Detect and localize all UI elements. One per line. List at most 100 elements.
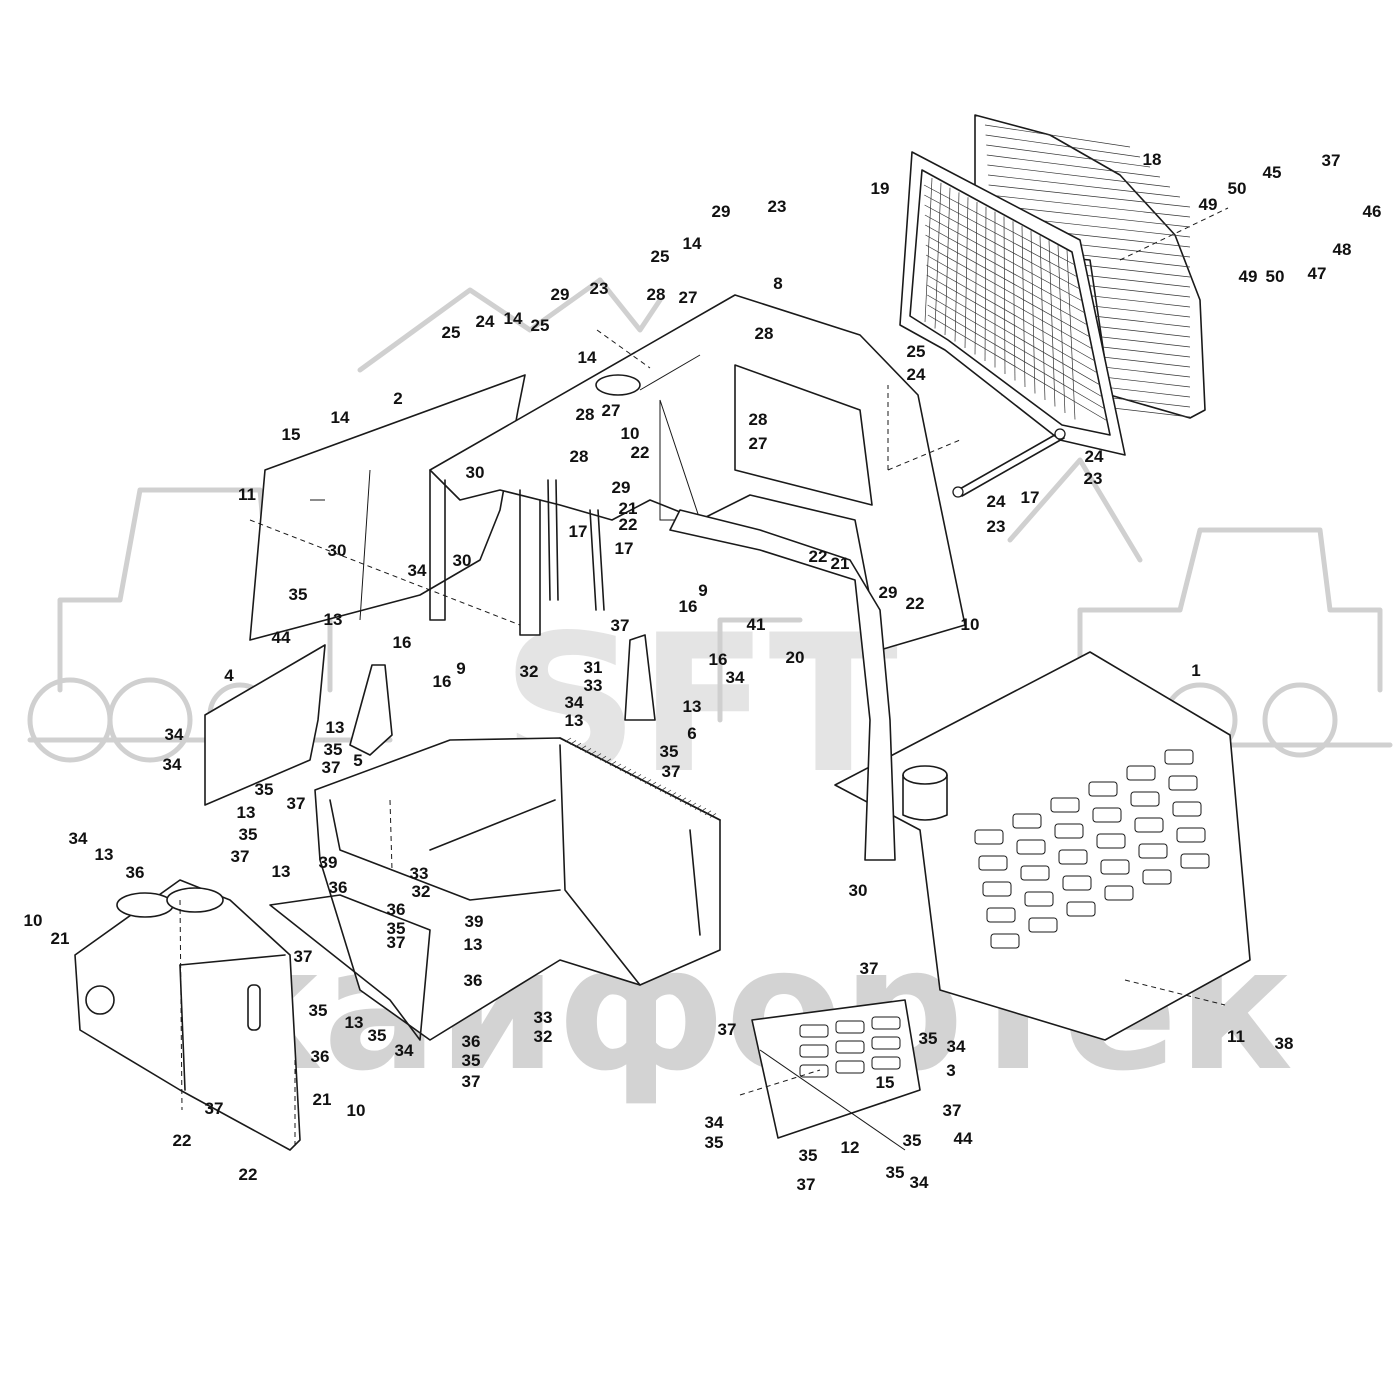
part-gas-strut-left (547, 479, 605, 611)
radiator-fin (664, 789, 672, 795)
callout-13: 13 (237, 803, 256, 822)
callout-34: 34 (947, 1037, 966, 1056)
radiator-fin (624, 768, 632, 774)
callout-9: 9 (698, 581, 707, 600)
callout-23: 23 (1084, 469, 1103, 488)
part-upper-left-cover (249, 374, 526, 641)
callout-28: 28 (755, 324, 774, 343)
mesh-line (1030, 230, 1036, 394)
callout-32: 32 (412, 882, 431, 901)
callout-36: 36 (387, 900, 406, 919)
callout-10: 10 (347, 1101, 366, 1120)
callout-35: 35 (309, 1001, 328, 1020)
callout-8: 8 (773, 274, 782, 293)
callout-35: 35 (705, 1133, 724, 1152)
callout-31: 31 (584, 658, 603, 677)
callout-33: 33 (584, 676, 603, 695)
callout-14: 14 (683, 234, 702, 253)
part-mesh-guard-19 (899, 151, 1126, 456)
mesh-line (1039, 235, 1046, 401)
callout-1: 1 (1191, 661, 1200, 680)
mesh-line (925, 244, 1091, 338)
callout-28: 28 (576, 405, 595, 424)
callout-13: 13 (345, 1013, 364, 1032)
louver-slat (988, 184, 1191, 208)
callout-35: 35 (289, 585, 308, 604)
vent-slot (1012, 813, 1042, 829)
radiator-fin (574, 742, 582, 748)
mesh-line (925, 254, 1093, 350)
mesh-line (924, 214, 1083, 302)
callout-22: 22 (619, 515, 638, 534)
mesh-line (923, 184, 1076, 266)
callout-17: 17 (1021, 488, 1040, 507)
callout-48: 48 (1333, 240, 1352, 259)
callout-14: 14 (504, 309, 523, 328)
callout-37: 37 (797, 1175, 816, 1194)
vent-slot (1016, 839, 1046, 855)
radiator-fin (634, 774, 642, 779)
vent-slot (1142, 869, 1172, 885)
callout-18: 18 (1143, 150, 1162, 169)
callout-13: 13 (326, 718, 345, 737)
vent-slot (1062, 875, 1092, 891)
mesh-line (926, 284, 1101, 386)
mesh-line (1012, 221, 1016, 381)
callout-25: 25 (907, 342, 926, 361)
radiator-fin (649, 781, 657, 787)
vent-slot (1058, 849, 1088, 865)
callout-37: 37 (387, 933, 406, 952)
mesh-line (924, 177, 933, 323)
callout-16: 16 (433, 672, 452, 691)
callout-33: 33 (410, 864, 429, 883)
radiator-fin (699, 807, 707, 813)
callout-36: 36 (311, 1047, 330, 1066)
callout-23: 23 (768, 197, 787, 216)
part-side-panel-right (834, 651, 1251, 1041)
callout-35: 35 (799, 1146, 818, 1165)
callout-22: 22 (631, 443, 650, 462)
panel-slot (871, 1036, 901, 1050)
callout-45: 45 (1263, 163, 1282, 182)
radiator-fin (644, 779, 652, 784)
callout-28: 28 (749, 410, 768, 429)
louver-slat (986, 154, 1161, 178)
callout-23: 23 (987, 517, 1006, 536)
callout-24: 24 (987, 492, 1006, 511)
callout-35: 35 (239, 825, 258, 844)
callout-38: 38 (1275, 1034, 1294, 1053)
vent-slot (1168, 775, 1198, 791)
callout-13: 13 (464, 935, 483, 954)
callout-21: 21 (831, 554, 850, 573)
callout-36: 36 (126, 863, 145, 882)
callout-35: 35 (919, 1029, 938, 1048)
callout-32: 32 (534, 1027, 553, 1046)
mesh-line (924, 194, 1078, 278)
mesh-line (1066, 249, 1076, 420)
radiator-fin (709, 813, 717, 818)
radiator-fin (589, 750, 597, 756)
callout-19: 19 (871, 179, 890, 198)
callout-9: 9 (456, 659, 465, 678)
mesh-line (927, 294, 1103, 398)
callout-10: 10 (24, 911, 43, 930)
mesh-line (927, 304, 1106, 410)
callout-29: 29 (712, 202, 731, 221)
callout-34: 34 (705, 1113, 724, 1132)
mesh-line (926, 274, 1098, 374)
panel-slot (799, 1064, 829, 1078)
callout-36: 36 (462, 1032, 481, 1051)
callout-34: 34 (163, 755, 182, 774)
callout-37: 37 (662, 762, 681, 781)
vent-slot (1092, 807, 1122, 823)
mesh-line (984, 206, 987, 362)
radiator-fin (584, 748, 592, 753)
vent-slot (1164, 749, 1194, 765)
callout-5: 5 (353, 751, 362, 770)
vent-grid-panel-1 (974, 749, 1210, 949)
callout-27: 27 (602, 401, 621, 420)
radiator-fin (689, 802, 697, 808)
callout-29: 29 (879, 583, 898, 602)
callout-15: 15 (282, 425, 301, 444)
callout-35: 35 (462, 1051, 481, 1070)
